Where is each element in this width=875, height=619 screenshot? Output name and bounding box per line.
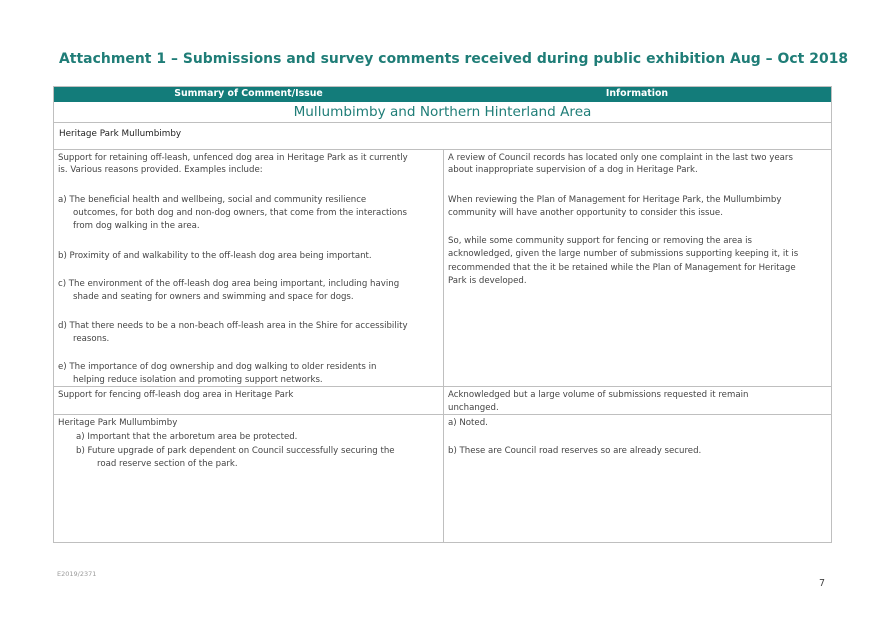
col-header-information: Information — [605, 88, 669, 99]
document-reference: E2019/2371 — [57, 570, 97, 578]
table-cell-text: A review of Council records has located … — [448, 153, 793, 163]
list-item-cont: shade and seating for owners and swimmin… — [73, 292, 354, 302]
list-item-cont: road reserve section of the park. — [97, 459, 238, 469]
table-cell-text: about inappropriate supervision of a dog… — [448, 165, 698, 175]
list-item: c) The environment of the off-leash dog … — [58, 279, 400, 289]
table-cell-text: unchanged. — [448, 403, 499, 413]
list-item: b) Proximity of and walkability to the o… — [58, 251, 372, 261]
table-cell-text: community will have another opportunity … — [448, 208, 723, 218]
section-heading: Heritage Park Mullumbimby — [54, 123, 831, 150]
table-cell-text: So, while some community support for fen… — [448, 236, 753, 246]
table-cell-text: Support for fencing off-leash dog area i… — [58, 390, 294, 400]
table-header: Summary of Comment/Issue Information — [54, 87, 831, 102]
table-cell-text: is. Various reasons provided. Examples i… — [58, 165, 263, 175]
list-item: d) That there needs to be a non-beach of… — [58, 321, 408, 331]
table-cell-text: Acknowledged but a large volume of submi… — [448, 390, 749, 400]
submissions-table: Summary of Comment/Issue Information Mul… — [53, 86, 832, 543]
list-item-cont: from dog walking in the area. — [73, 221, 200, 231]
list-item-cont: outcomes, for both dog and non-dog owner… — [73, 208, 407, 218]
table-cell-text: When reviewing the Plan of Management fo… — [448, 195, 782, 205]
list-item-cont: helping reduce isolation and promoting s… — [73, 375, 323, 385]
col-header-summary: Summary of Comment/Issue — [174, 88, 323, 99]
table-cell-text: b) These are Council road reserves so ar… — [448, 446, 702, 456]
section-title: Heritage Park Mullumbimby — [59, 129, 182, 139]
list-item-cont: reasons. — [73, 334, 110, 344]
row-divider — [54, 386, 831, 387]
area-heading: Mullumbimby and Northern Hinterland Area — [54, 102, 831, 123]
table-cell-text: a) Noted. — [448, 418, 488, 428]
table-cell-text: recommended that the it be retained whil… — [448, 263, 796, 273]
table-cell-text: Park is developed. — [448, 276, 527, 286]
list-item: e) The importance of dog ownership and d… — [58, 362, 377, 372]
row-divider — [54, 414, 831, 415]
table-cell-text: Support for retaining off-leash, unfence… — [58, 153, 408, 163]
page-number: 7 — [819, 578, 826, 589]
table-cell-text: acknowledged, given the large number of … — [448, 249, 799, 259]
page-title: Attachment 1 – Submissions and survey co… — [59, 51, 849, 67]
list-item: a) The beneficial health and wellbeing, … — [58, 195, 367, 205]
table-cell-text: Heritage Park Mullumbimby — [58, 418, 178, 428]
column-divider — [443, 150, 444, 542]
list-item: b) Future upgrade of park dependent on C… — [76, 446, 395, 456]
list-item: a) Important that the arboretum area be … — [76, 432, 298, 442]
